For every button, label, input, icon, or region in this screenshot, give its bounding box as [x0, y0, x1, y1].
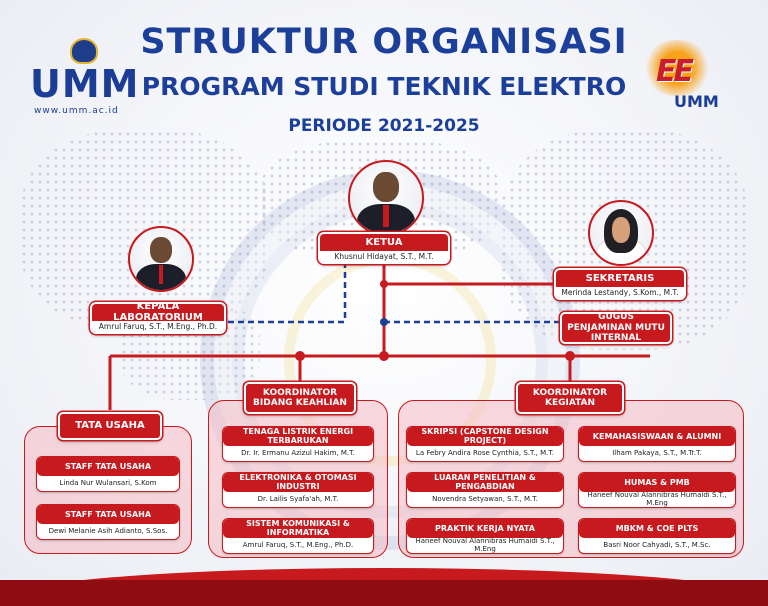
- ee-umm-logo: EE UMM: [634, 40, 734, 118]
- bidang-unit-2: ELEKTRONIKA & OTOMASI INDUSTRI Dr. Laili…: [222, 472, 374, 508]
- kegiatan-left-unit-1: SKRIPSI (CAPSTONE DESIGN PROJECT) La Feb…: [406, 426, 564, 462]
- kegiatan-right-unit-3: MBKM & COE PLTS Basri Noor Cahyadi, S.T.…: [578, 518, 736, 554]
- kepala-lab-photo: [128, 226, 194, 292]
- ee-logo-text: EE: [656, 54, 694, 89]
- kegiatan-title: KOORDINATOR KEGIATAN: [516, 382, 624, 414]
- bidang-keahlian-title: KOORDINATOR BIDANG KEAHLIAN: [244, 382, 356, 414]
- bidang-unit-3: SISTEM KOMUNIKASI & INFORMATIKA Amrul Fa…: [222, 518, 374, 554]
- kegiatan-right-unit-1: KEMAHASISWAAN & ALUMNI Ilham Pakaya, S.T…: [578, 426, 736, 462]
- umm-logo-url: www.umm.ac.id: [34, 106, 119, 116]
- kepala-lab-name: Amrul Faruq, S.T., M.Eng., Ph.D.: [92, 320, 224, 332]
- staff-unit-2: STAFF TATA USAHA Dewi Melanie Asih Adian…: [36, 504, 180, 540]
- staff-unit-1: STAFF TATA USAHA Linda Nur Wulansari, S.…: [36, 456, 180, 492]
- ketua-name: Khusnul Hidayat, S.T., M.T.: [320, 250, 448, 262]
- page-period: PERIODE 2021-2025: [288, 116, 480, 136]
- kepala-lab-title: KEPALA LABORATORIUM: [113, 302, 203, 324]
- bottom-band-decoration: [0, 580, 768, 606]
- sekretaris-box: SEKRETARIS Merinda Lestandy, S.Kom., M.T…: [554, 268, 686, 300]
- bidang-unit-title-3: SISTEM KOMUNIKASI & INFORMATIKA: [223, 519, 373, 538]
- gpm-box: GUGUS PENJAMINAN MUTU INTERNAL: [560, 312, 672, 344]
- page-subtitle: PROGRAM STUDI TEKNIK ELEKTRO: [141, 72, 627, 101]
- bidang-unit-name-2: Dr. Lailis Syafa'ah, M.T.: [257, 495, 339, 504]
- bidang-unit-1: TENAGA LISTRIK ENERGI TERBARUKAN Dr. Ir.…: [222, 426, 374, 462]
- page-title: STRUKTUR ORGANISASI: [140, 22, 628, 62]
- bidang-unit-title-2: ELEKTRONIKA & OTOMASI INDUSTRI: [223, 473, 373, 492]
- kegiatan-left-name-2: Novendra Setyawan, S.T., M.T.: [432, 495, 538, 504]
- bidang-unit-title-1: TENAGA LISTRIK ENERGI TERBARUKAN: [223, 427, 373, 446]
- kegiatan-left-title-3: PRAKTIK KERJA NYATA: [407, 519, 563, 538]
- kegiatan-right-name-3: Basri Noor Cahyadi, S.T., M.Sc.: [603, 541, 711, 550]
- staff-title-2: STAFF TATA USAHA: [37, 505, 179, 524]
- kegiatan-right-name-1: Ilham Pakaya, S.T., M.Tr.T.: [612, 449, 702, 458]
- kegiatan-left-title-2: LUARAN PENELITIAN & PENGABDIAN: [407, 473, 563, 492]
- sunburst-icon: [642, 40, 712, 96]
- bidang-unit-name-3: Amrul Faruq, S.T., M.Eng., Ph.D.: [242, 541, 354, 550]
- ketua-title: KETUA: [365, 236, 403, 248]
- bidang-unit-name-1: Dr. Ir. Ermanu Azizul Hakim, M.T.: [241, 449, 355, 458]
- kegiatan-left-name-3: Haneef Nouval Alannibras Humaidi S.T., M…: [415, 537, 555, 554]
- umm-logo-text: UMM: [30, 62, 140, 106]
- staff-name-1: Linda Nur Wulansari, S.Kom: [59, 479, 157, 488]
- kegiatan-left-title-1: SKRIPSI (CAPSTONE DESIGN PROJECT): [407, 427, 563, 446]
- kegiatan-left-unit-3: PRAKTIK KERJA NYATA Haneef Nouval Alanni…: [406, 518, 564, 554]
- kegiatan-right-unit-2: HUMAS & PMB Haneef Nouval Alannibras Hum…: [578, 472, 736, 508]
- kegiatan-left-name-1: La Febry Andira Rose Cynthia, S.T., M.T.: [415, 449, 555, 458]
- sekretaris-name: Merinda Lestandy, S.Kom., M.T.: [556, 286, 684, 298]
- kegiatan-left-unit-2: LUARAN PENELITIAN & PENGABDIAN Novendra …: [406, 472, 564, 508]
- umm-logo: UMM www.umm.ac.id: [30, 38, 140, 118]
- ketua-photo: [348, 160, 424, 236]
- ketua-box: KETUA Khusnul Hidayat, S.T., M.T.: [318, 232, 450, 264]
- tata-usaha-title: TATA USAHA: [58, 412, 162, 440]
- staff-title-1: STAFF TATA USAHA: [37, 457, 179, 476]
- kegiatan-right-title-3: MBKM & COE PLTS: [579, 519, 735, 538]
- kegiatan-right-title-2: HUMAS & PMB: [579, 473, 735, 492]
- kegiatan-right-name-2: Haneef Nouval Alannibras Humaidi S.T., M…: [587, 491, 727, 508]
- ee-logo-subtext: UMM: [674, 92, 719, 111]
- umm-crest-icon: [70, 38, 98, 64]
- kepala-lab-box: KEPALA LABORATORIUM Amrul Faruq, S.T., M…: [90, 302, 226, 334]
- sekretaris-title: SEKRETARIS: [585, 272, 655, 284]
- kegiatan-right-title-1: KEMAHASISWAAN & ALUMNI: [579, 427, 735, 446]
- sekretaris-photo: [588, 200, 654, 266]
- staff-name-2: Dewi Melanie Asih Adianto, S.Sos.: [48, 527, 168, 536]
